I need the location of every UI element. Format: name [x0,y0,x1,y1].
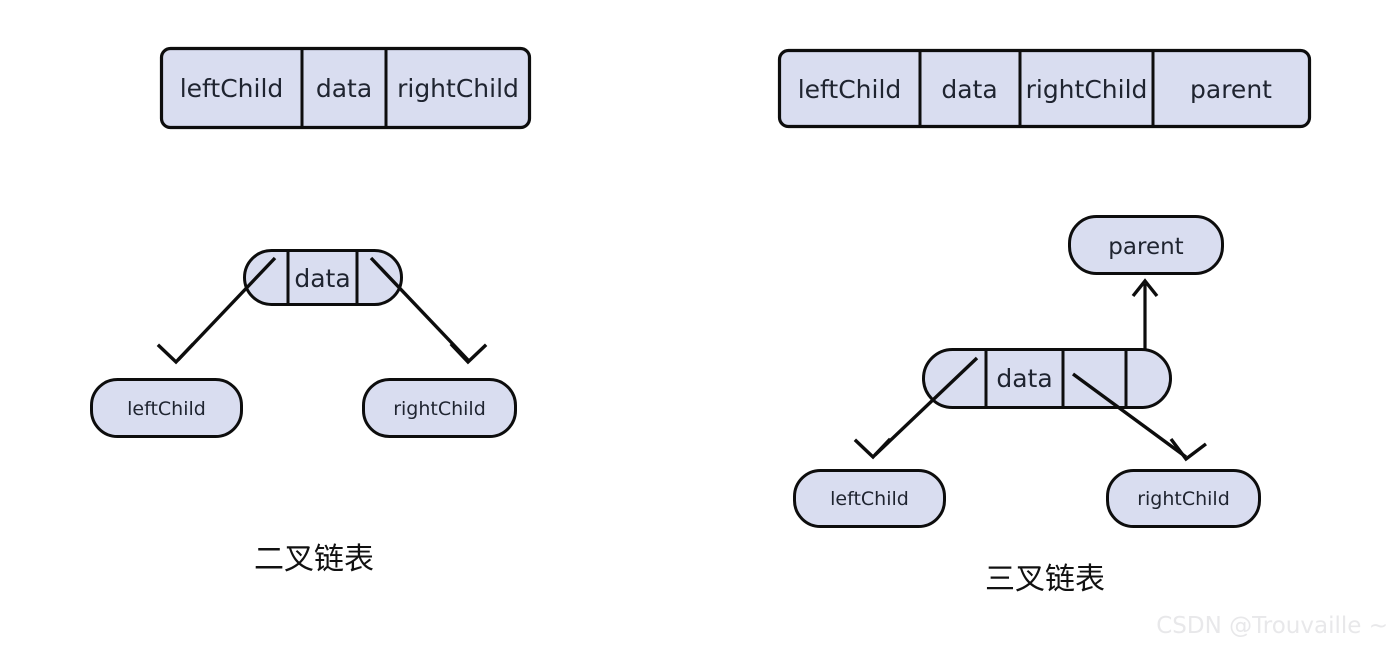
trinary-struct-outline [777,48,1312,129]
trinary-leaf-leftchild-label: leftChild [830,488,909,510]
trinary-left-pointer-slash [873,356,979,457]
binary-left-pointer-slash [176,256,277,362]
binary-leaf-leftchild-label: leftChild [127,398,206,420]
binary-root-node-body [243,249,403,306]
trinary-leaf-rightchild: rightChild [1106,469,1261,528]
trinary-root-data-label: data [996,364,1052,393]
trinary-leaf-leftchild-body [793,469,946,528]
binary-struct-cell-leftchild: leftChild [180,74,284,103]
binary-leaf-rightchild: rightChild [362,378,517,438]
trinary-struct-cell-data: data [941,75,997,104]
binary-root-data-label: data [294,264,350,293]
trinary-left-pointer-arrow [853,356,979,460]
binary-leaf-leftchild: leftChild [90,378,243,438]
csdn-watermark: CSDN @Trouvaille ~ [1156,613,1388,639]
binary-struct-cell-rightchild: rightChild [397,74,519,103]
trinary-right-pointer-arrow [1071,372,1207,462]
binary-caption: 二叉链表 [254,542,374,577]
binary-left-pointer-arrow [156,256,277,365]
binary-struct-cell-data: data [316,74,372,103]
trinary-leaf-leftchild: leftChild [793,469,946,528]
binary-leaf-rightchild-label: rightChild [393,398,486,420]
trinary-right-arrow-head [1169,438,1207,462]
trinary-left-arrow-head [853,437,892,460]
trinary-leaf-rightchild-label: rightChild [1137,488,1230,510]
binary-right-pointer-arrow [369,256,488,365]
binary-struct-row: leftChild data rightChild [159,46,532,130]
trinary-parent-node-body [1068,215,1224,275]
binary-root-node: data [243,249,403,306]
trinary-leaf-rightchild-body [1106,469,1261,528]
trinary-struct-row: leftChild data rightChild parent [777,48,1312,129]
trinary-parent-node: parent [1068,215,1224,275]
trinary-right-pointer-slash [1071,372,1188,459]
trinary-caption: 三叉链表 [985,562,1105,597]
trinary-parent-arrow-head [1131,278,1159,298]
trinary-struct-cell-parent: parent [1190,75,1272,104]
binary-struct-outline [159,46,532,130]
trinary-root-node: data [922,348,1172,409]
trinary-linked-list-group: leftChild data rightChild parent parent [777,48,1312,597]
binary-right-arrow-head [449,342,488,365]
trinary-struct-cell-rightchild: rightChild [1026,75,1148,104]
binary-leaf-leftchild-body [90,378,243,438]
trinary-parent-node-label: parent [1108,234,1183,260]
binary-leaf-rightchild-body [362,378,517,438]
binary-left-arrow-head [156,342,195,365]
binary-linked-list-group: leftChild data rightChild data [90,46,532,577]
trinary-struct-cell-leftchild: leftChild [798,75,902,104]
